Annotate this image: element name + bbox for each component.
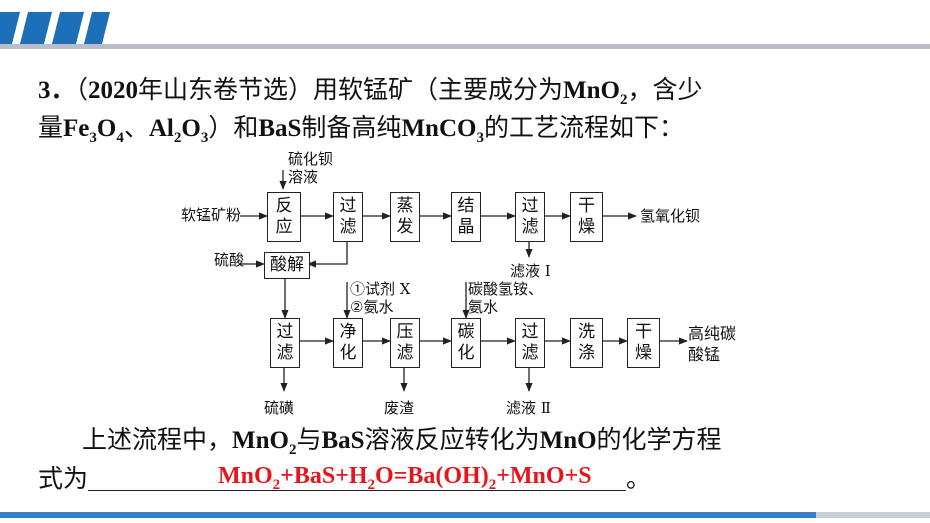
label-filtrate-1: 滤液 Ⅰ: [510, 262, 551, 280]
box-filter-1: 过 滤: [333, 192, 363, 242]
header-rule: [0, 44, 930, 49]
box-wash: 洗 涤: [570, 318, 603, 368]
label-reagent-x: ①试剂 X ②氨水: [350, 280, 411, 316]
box-react: 反 应: [267, 192, 301, 242]
header-decoration: [0, 12, 930, 44]
box-filter-2: 过 滤: [515, 192, 545, 242]
label-sulfur: 硫磺: [264, 399, 295, 417]
box-crystallize: 结 晶: [451, 192, 481, 242]
label-barium-hydroxide: 氢氧化钡: [640, 207, 701, 225]
question-line-2: 量Fe3O4、Al2O3）和BaS制备高纯MnCO3的工艺流程如下：: [38, 113, 684, 146]
box-dry-2: 干 燥: [627, 318, 660, 368]
question-number: 3．: [38, 77, 76, 104]
label-waste-residue: 废渣: [384, 399, 415, 417]
box-evaporate: 蒸 发: [390, 192, 420, 242]
label-filtrate-2: 滤液 Ⅱ: [506, 399, 551, 417]
box-carbonize: 碳 化: [451, 318, 481, 368]
box-press-filter: 压 滤: [390, 318, 420, 368]
label-bas-solution: 硫化钡 溶液: [288, 150, 334, 186]
box-acid-leach: 酸解: [264, 252, 310, 279]
footer-rule: [0, 512, 930, 518]
box-purify: 净 化: [333, 318, 363, 368]
answer-blank: [88, 460, 627, 491]
box-filter-3: 过 滤: [270, 318, 300, 368]
label-ore-powder: 软锰矿粉: [181, 206, 242, 224]
question-line-1: 3．（2020年山东卷节选）用软锰矿（主要成分为MnO2，含少: [38, 75, 703, 108]
box-dry-1: 干 燥: [570, 192, 603, 242]
label-product: 高纯碳 酸锰: [688, 324, 737, 364]
label-bicarbonate: 碳酸氢铵、 氨水: [468, 280, 544, 316]
answer-equation: MnO2+BaS+H2O=Ba(OH)2+MnO+S: [218, 463, 592, 493]
label-sulfuric-acid: 硫酸: [214, 251, 245, 269]
footer-rule-accent: [816, 512, 930, 518]
statement-line-1: 上述流程中，MnO2与BaS溶液反应转化为MnO的化学方程: [82, 425, 722, 458]
box-filter-4: 过 滤: [515, 318, 545, 368]
statement-line-2: 式为。: [38, 460, 651, 497]
